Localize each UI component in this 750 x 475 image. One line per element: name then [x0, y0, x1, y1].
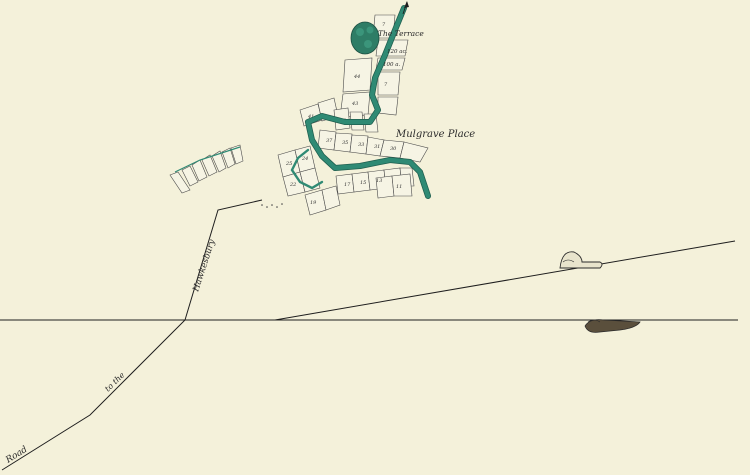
svg-text:22: 22	[289, 182, 296, 188]
svg-text:41: 41	[307, 114, 314, 120]
svg-text:31: 31	[374, 144, 380, 150]
hill-sketch-icon	[559, 251, 603, 269]
svg-text:13: 13	[376, 178, 382, 184]
svg-text:17: 17	[344, 182, 351, 188]
lot-numbers: 7 44 43 7 41 42 37 35 33 31 30 25 24 22 …	[285, 22, 402, 206]
svg-text:7: 7	[382, 22, 386, 28]
track-marks	[261, 203, 283, 208]
svg-text:43: 43	[351, 101, 358, 107]
label-lot-100: 100 a.	[383, 62, 401, 68]
river-channel	[305, 5, 431, 199]
svg-text:19: 19	[310, 200, 317, 206]
label-lot-120: 120 ac.	[387, 49, 408, 55]
label-mulgrave-place: Mulgrave Place	[395, 129, 475, 140]
label-road: Road	[3, 445, 29, 466]
roads	[0, 199, 738, 471]
road-to-hawkesbury	[1, 199, 263, 471]
svg-text:30: 30	[390, 146, 397, 152]
svg-text:24: 24	[301, 156, 308, 162]
svg-text:15: 15	[360, 180, 366, 186]
south-lots	[277, 145, 415, 216]
river	[290, 5, 431, 199]
svg-text:44: 44	[353, 74, 360, 80]
tree-cluster-icon	[350, 21, 380, 55]
diagonal-road	[274, 240, 736, 321]
north-arrow-icon	[402, 1, 409, 15]
label-the-terrace: The Terrace	[378, 29, 424, 38]
svg-text:7: 7	[384, 82, 388, 88]
svg-text:37: 37	[326, 138, 333, 144]
west-lots	[169, 144, 244, 194]
svg-text:11: 11	[396, 184, 402, 190]
svg-text:25: 25	[285, 161, 292, 167]
rock-sketch-icon	[584, 319, 641, 333]
label-hawkesbury: Hawkesbury	[191, 238, 218, 294]
svg-text:35: 35	[342, 140, 348, 146]
svg-text:33: 33	[358, 142, 364, 148]
